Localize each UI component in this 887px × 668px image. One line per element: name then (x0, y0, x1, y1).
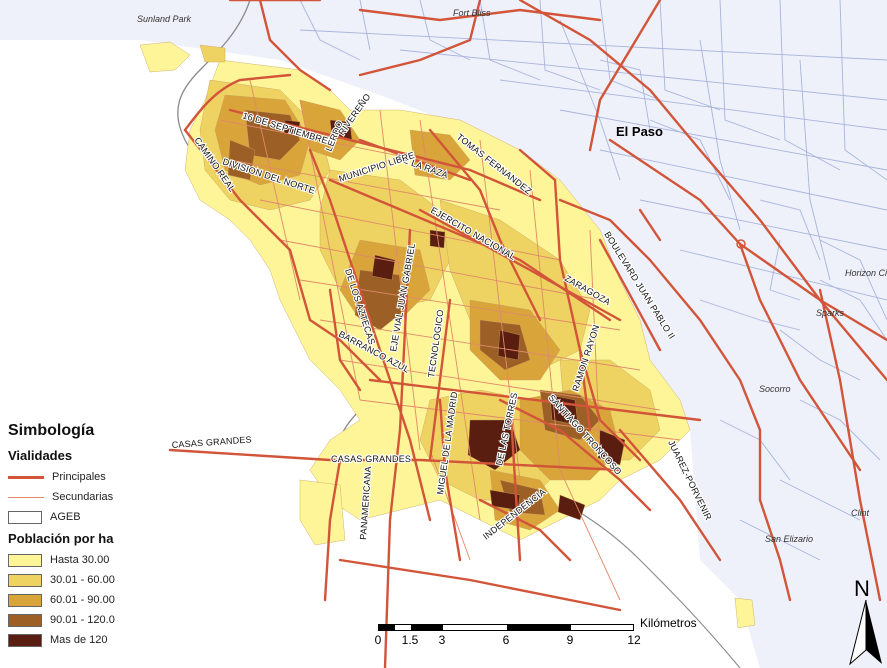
label-sparks: Sparks (816, 308, 845, 318)
legend-ageb-label: AGEB (50, 511, 81, 523)
label-horizon-city: Horizon Cit (845, 268, 887, 278)
legend-density-title: Población por ha (8, 531, 114, 546)
legend-class-label: Hasta 30.00 (50, 554, 110, 566)
legend-title: Simbología (8, 422, 95, 439)
legend-class-label: Mas de 120 (50, 634, 108, 646)
legend-class-swatch (8, 573, 42, 587)
scale-segment (443, 625, 507, 630)
legend-class-row: Mas de 120 (8, 630, 168, 650)
scale-segment (379, 625, 395, 630)
north-arrow-icon (849, 600, 882, 666)
legend-class-label: 90.01 - 120.0 (50, 614, 115, 626)
legend-class-label: 30.01 - 60.00 (50, 574, 115, 586)
scale-tick-label: 12 (627, 633, 641, 647)
legend: Simbología Vialidades Principales Secund… (8, 422, 168, 650)
street-casas-grandes-1: CASAS GRANDES (171, 434, 252, 450)
scale-labels: 0 1.5 3 6 9 12 (374, 631, 668, 647)
legend-class-row: 30.01 - 60.00 (8, 570, 168, 590)
legend-principal-line (8, 475, 44, 479)
scale-bar: Kilómetros 0 1.5 3 6 9 12 (374, 616, 697, 647)
legend-principal-label: Principales (52, 471, 106, 483)
street-casas-grandes-2: CASAS GRANDES (331, 454, 411, 464)
label-fort-bliss: Fort Bliss (453, 8, 491, 18)
legend-class-row: 60.01 - 90.00 (8, 590, 168, 610)
north-label: N (854, 576, 870, 601)
legend-class-swatch (8, 593, 42, 607)
us-street-grid (299, 0, 887, 561)
scale-tick-label: 1.5 (401, 633, 419, 647)
legend-secondary-row: Secundarias (8, 487, 168, 507)
label-el-paso: El Paso (616, 124, 663, 139)
principal-roads (168, 0, 887, 668)
legend-secondary-line (8, 496, 44, 498)
label-san-elizario: San Elizario (765, 534, 813, 544)
scale-unit: Kilómetros (640, 616, 697, 630)
legend-class-swatch (8, 613, 42, 627)
legend-ageb-row: AGEB (8, 507, 168, 527)
legend-secondary-label: Secundarias (52, 491, 114, 503)
legend-class-row: 90.01 - 120.0 (8, 610, 168, 630)
legend-principal-row: Principales (8, 467, 168, 487)
north-arrow: N (848, 576, 884, 666)
legend-class-swatch (8, 553, 42, 567)
legend-class-label: 60.01 - 90.00 (50, 594, 115, 606)
legend-roads-title: Vialidades (8, 448, 73, 463)
scale-tick-label: 9 (566, 633, 574, 647)
label-sunland-park: Sunland Park (137, 14, 192, 24)
legend-class-row: Hasta 30.00 (8, 550, 168, 570)
label-socorro: Socorro (759, 384, 791, 394)
scale-bar-graphic (378, 624, 634, 631)
intersection-marker (736, 239, 746, 249)
scale-tick-label: 0 (374, 633, 382, 647)
scale-segment (411, 625, 443, 630)
scale-segment (507, 625, 571, 630)
scale-tick-label: 3 (438, 633, 446, 647)
scale-segment (395, 625, 411, 630)
scale-segment (571, 625, 633, 630)
label-clint: Clint (851, 508, 870, 518)
legend-ageb-swatch (8, 510, 42, 524)
legend-class-swatch (8, 633, 42, 647)
scale-tick-label: 6 (502, 633, 510, 647)
